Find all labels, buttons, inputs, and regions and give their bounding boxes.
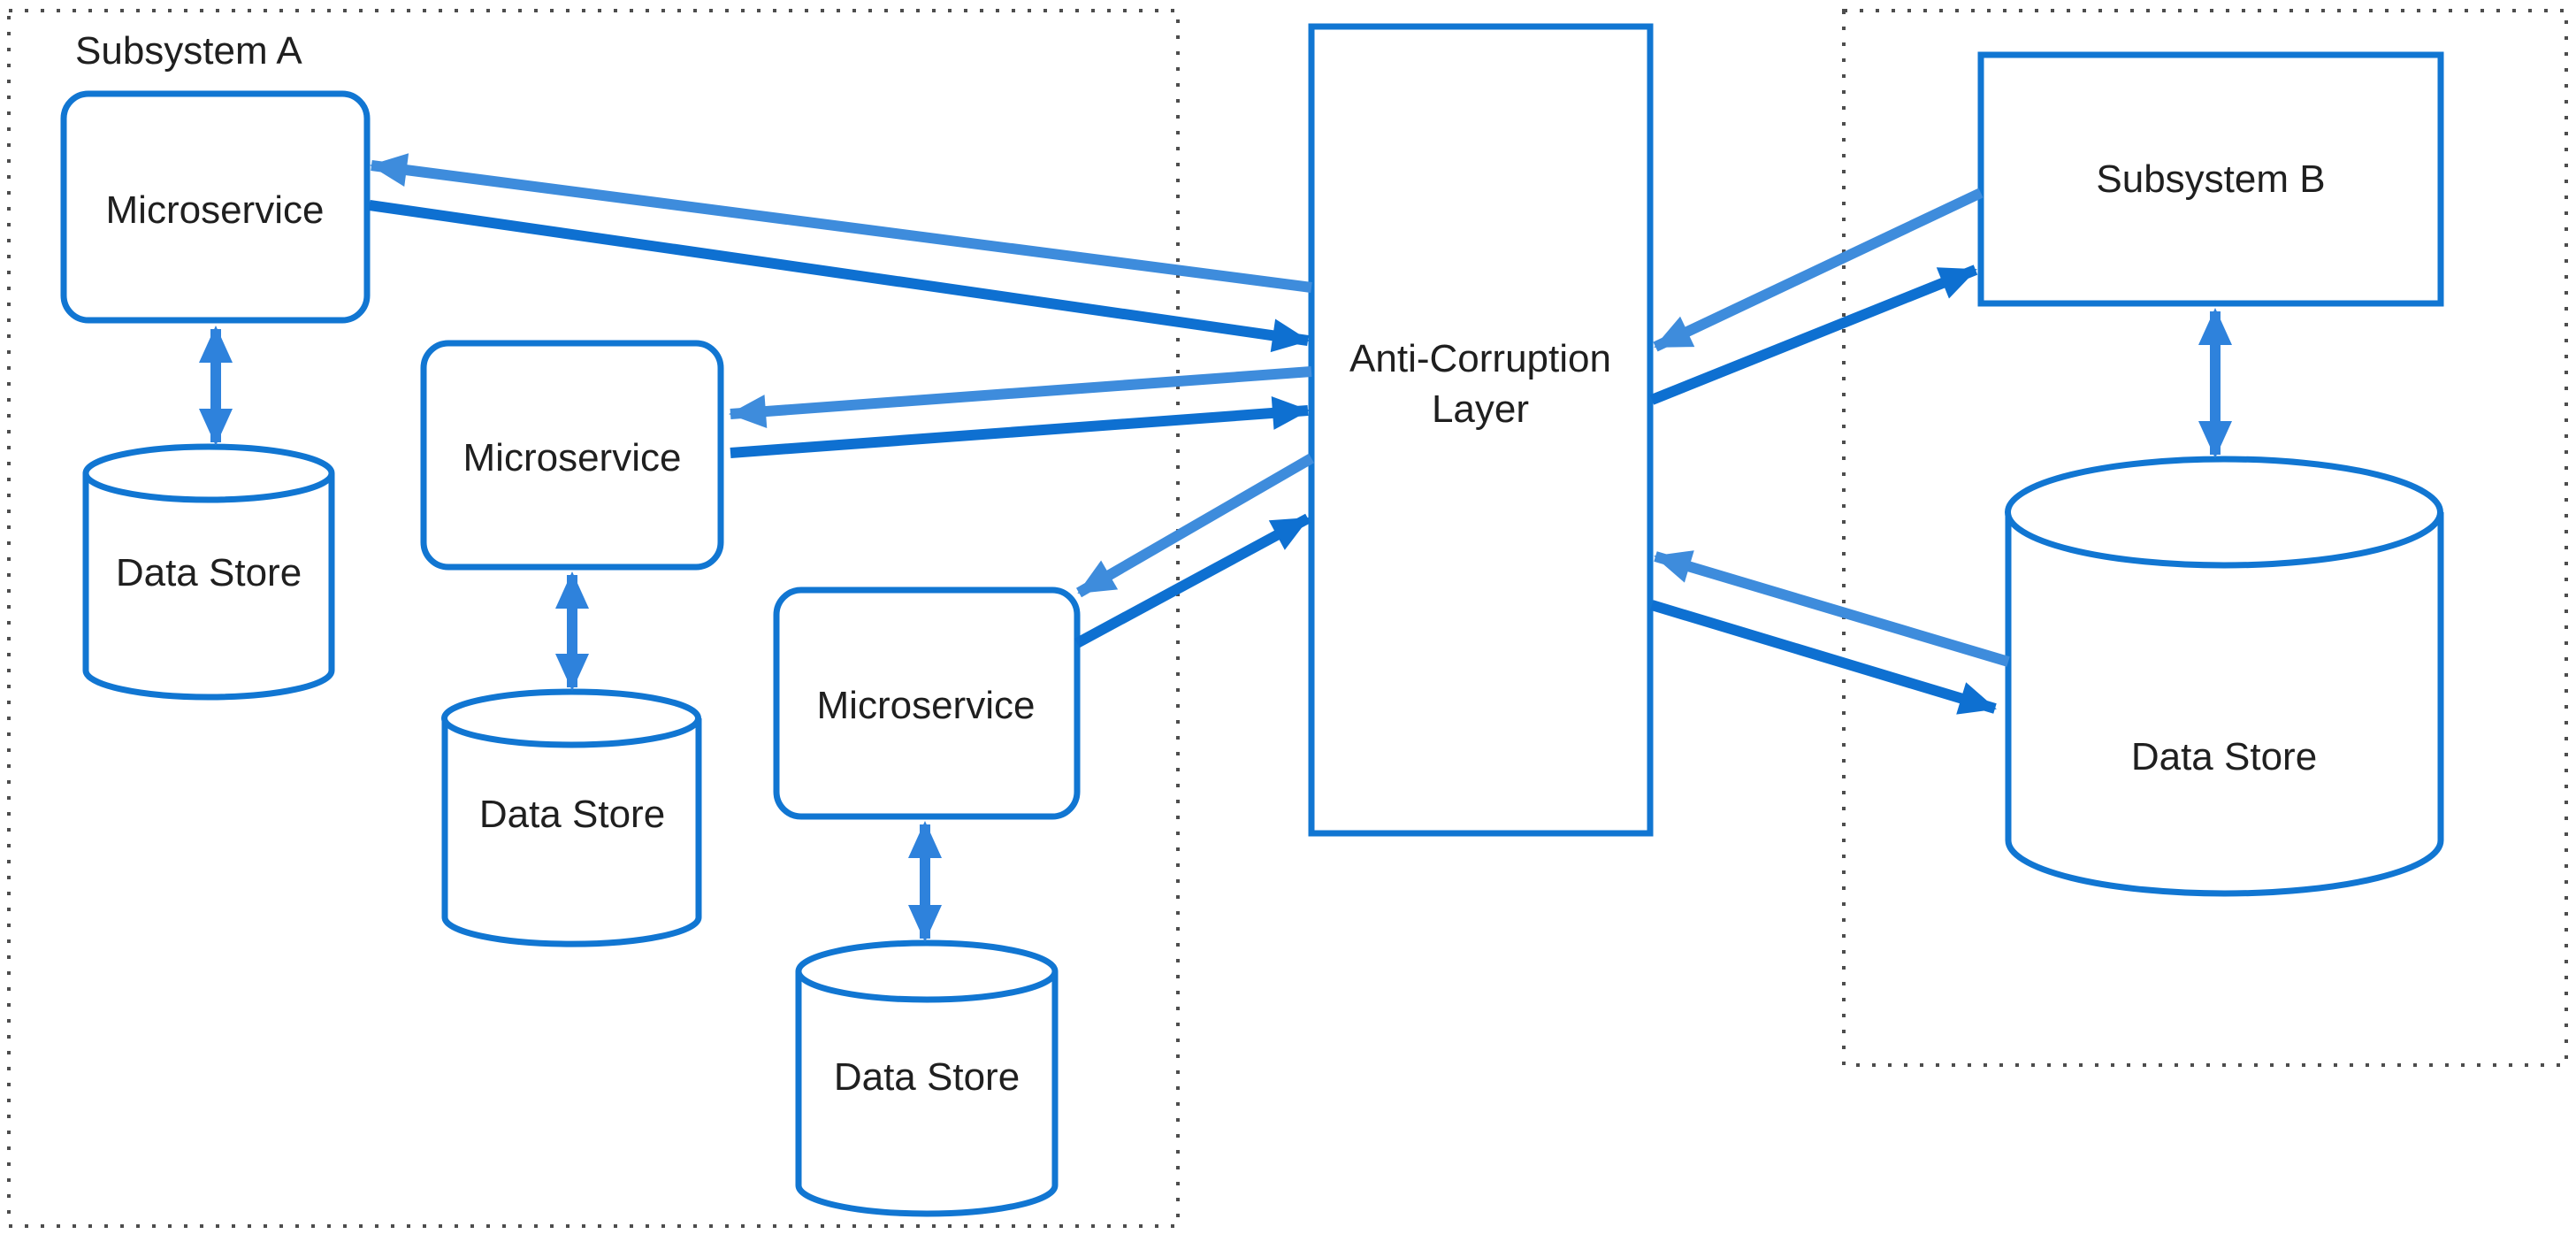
subsystem-b-node bbox=[1977, 51, 2444, 307]
subsystem-b-to-acl-arrow bbox=[1653, 188, 1984, 352]
microservice-3-to-acl-arrow bbox=[1074, 513, 1311, 648]
data-store-2-node: Data Store bbox=[441, 688, 702, 947]
microservice-3-label: Microservice bbox=[817, 684, 1036, 727]
microservice-2-to-acl-arrow bbox=[730, 395, 1310, 458]
subsystem-b-boundary bbox=[1842, 9, 2568, 1067]
data-store-3-node: Data Store bbox=[795, 939, 1059, 1217]
subsystem-b-data-store-node: Data Store bbox=[2005, 456, 2444, 897]
subsystem-a-title: Subsystem A bbox=[75, 29, 302, 73]
acl-to-subsystem-b-data-store-arrow bbox=[1650, 600, 1997, 715]
microservice-1-node bbox=[60, 90, 371, 324]
microservice-2-node bbox=[420, 340, 724, 571]
data-store-3-label: Data Store bbox=[834, 1055, 1020, 1099]
acl-to-microservice-3-arrow bbox=[1075, 453, 1315, 598]
acl-label-line2: Layer bbox=[1432, 387, 1529, 431]
data-store-1-label: Data Store bbox=[116, 551, 302, 594]
subsystem-b-data-store-label: Data Store bbox=[2131, 735, 2317, 778]
acl-to-microservice-2-arrow bbox=[729, 366, 1312, 429]
data-store-2-label: Data Store bbox=[479, 793, 665, 836]
acl-to-subsystem-b-arrow bbox=[1649, 264, 1978, 405]
acl-to-microservice-1-arrow bbox=[370, 153, 1312, 293]
microservice-2-label: Microservice bbox=[463, 436, 682, 479]
anti-corruption-layer-node bbox=[1308, 23, 1654, 837]
microservice-1-label: Microservice bbox=[106, 188, 325, 232]
data-store-1-node: Data Store bbox=[82, 443, 335, 701]
microservice-3-node bbox=[773, 586, 1081, 820]
subsystem-b-label: Subsystem B bbox=[2096, 157, 2325, 201]
subsystem-b-data-store-to-acl-arrow bbox=[1654, 550, 2010, 667]
microservice-1-to-acl-arrow bbox=[369, 200, 1310, 353]
acl-label-line1: Anti-Corruption bbox=[1349, 337, 1611, 380]
